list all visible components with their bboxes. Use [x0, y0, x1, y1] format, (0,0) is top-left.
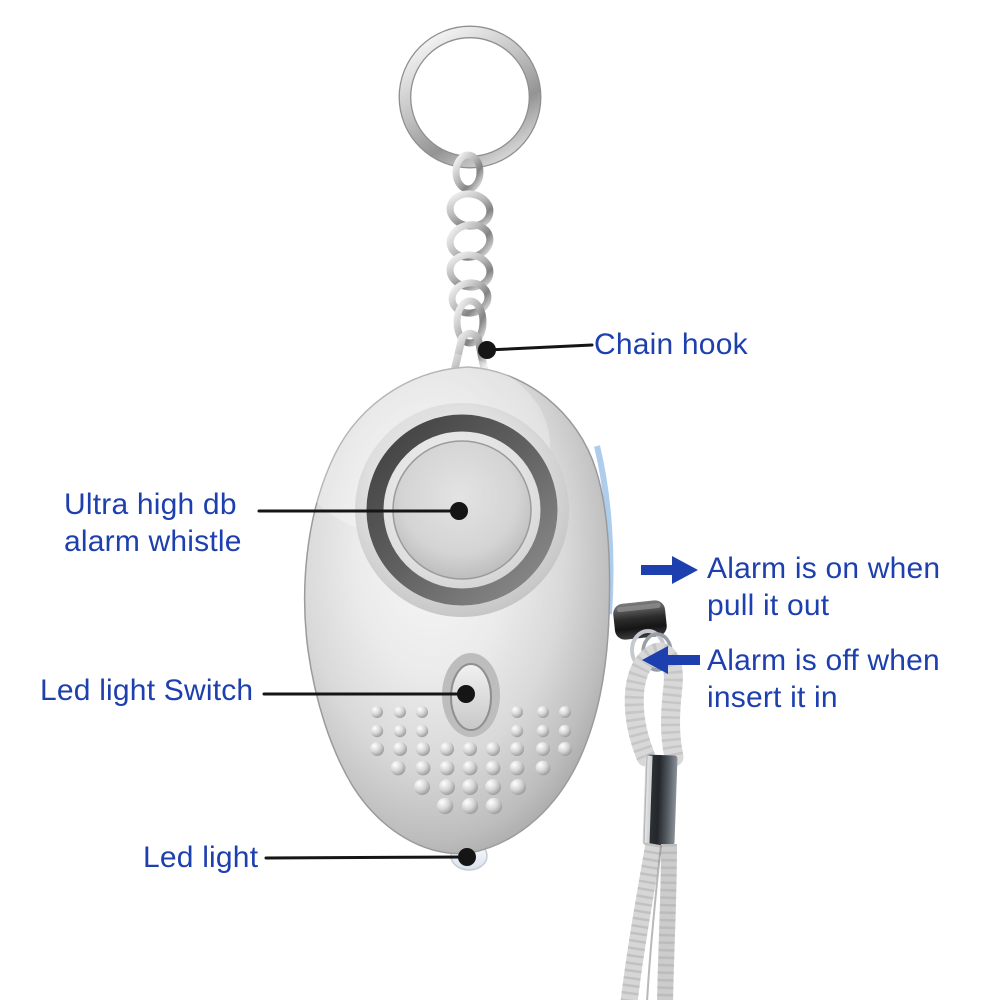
label-led-light: Led light	[143, 841, 259, 874]
label-alarm-off: Alarm is off when insert it in	[707, 644, 940, 714]
label-chain-hook: Chain hook	[594, 328, 748, 361]
key-ring	[398, 25, 542, 169]
label-alarm-whistle: Ultra high db alarm whistle	[64, 488, 242, 558]
chain-hook	[451, 329, 488, 372]
cord-crimp	[642, 754, 678, 846]
arrow-left-icon	[642, 646, 700, 674]
label-alarm-on: Alarm is on when pull it out	[707, 552, 941, 622]
lanyard-cord	[620, 642, 684, 1000]
label-led-switch: Led light Switch	[40, 674, 254, 707]
key-chain	[446, 151, 494, 347]
leader-lines	[257, 341, 594, 866]
speaker-grill-dots	[370, 706, 572, 815]
arrow-right-icon	[641, 556, 698, 584]
